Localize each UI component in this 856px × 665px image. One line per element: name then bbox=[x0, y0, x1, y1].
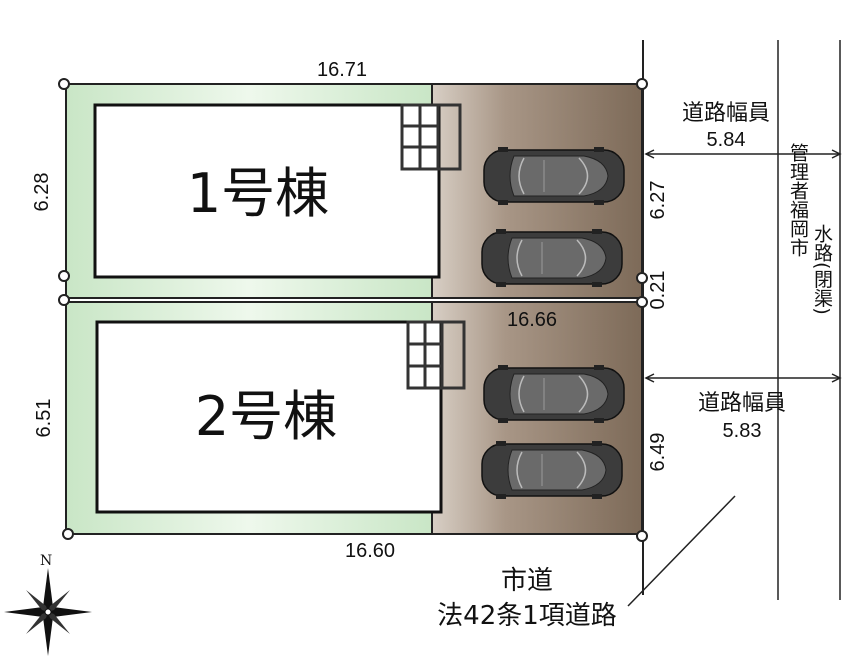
building-1-footprint bbox=[93, 103, 441, 279]
building-2-footprint bbox=[95, 320, 443, 514]
car-1a bbox=[483, 146, 625, 206]
road-width-upper-label: 道路幅員 bbox=[682, 101, 770, 126]
city-road-label: 市道 bbox=[501, 566, 553, 596]
corner-markers bbox=[58, 78, 648, 542]
lot-2 bbox=[65, 301, 643, 535]
dim-gap-right: 0.21 bbox=[647, 271, 669, 310]
road-width-upper-value: 5.84 bbox=[707, 129, 746, 151]
lot-1-deck bbox=[400, 103, 462, 171]
car-2a bbox=[483, 364, 625, 424]
waterway-manager-label: 管理者福岡市 bbox=[787, 143, 809, 257]
compass-north-label: N bbox=[40, 553, 52, 569]
building-2-label: 2号棟 bbox=[195, 385, 337, 448]
dim-top-width: 16.71 bbox=[317, 59, 367, 81]
dim-middle-width: 16.66 bbox=[507, 309, 557, 331]
dim-lot2-right: 6.49 bbox=[647, 433, 669, 472]
city-road-type: 法42条1項道路 bbox=[437, 601, 617, 631]
lot-1 bbox=[65, 83, 643, 299]
car-1b bbox=[481, 228, 623, 288]
dim-lot2-left: 6.51 bbox=[33, 399, 55, 438]
dim-lot1-right: 6.27 bbox=[647, 181, 669, 220]
waterway-type-label: 水路(閉渠) bbox=[811, 224, 833, 315]
car-2b bbox=[481, 440, 623, 500]
road-width-lower-value: 5.83 bbox=[723, 420, 762, 442]
lot-2-deck bbox=[406, 320, 466, 390]
building-1-label: 1号棟 bbox=[187, 162, 329, 225]
dim-lot1-left: 6.28 bbox=[31, 173, 53, 212]
city-road-leader bbox=[627, 495, 736, 607]
compass-icon bbox=[4, 568, 92, 656]
dim-bottom-width: 16.60 bbox=[345, 540, 395, 562]
road-width-lower-label: 道路幅員 bbox=[698, 391, 786, 416]
